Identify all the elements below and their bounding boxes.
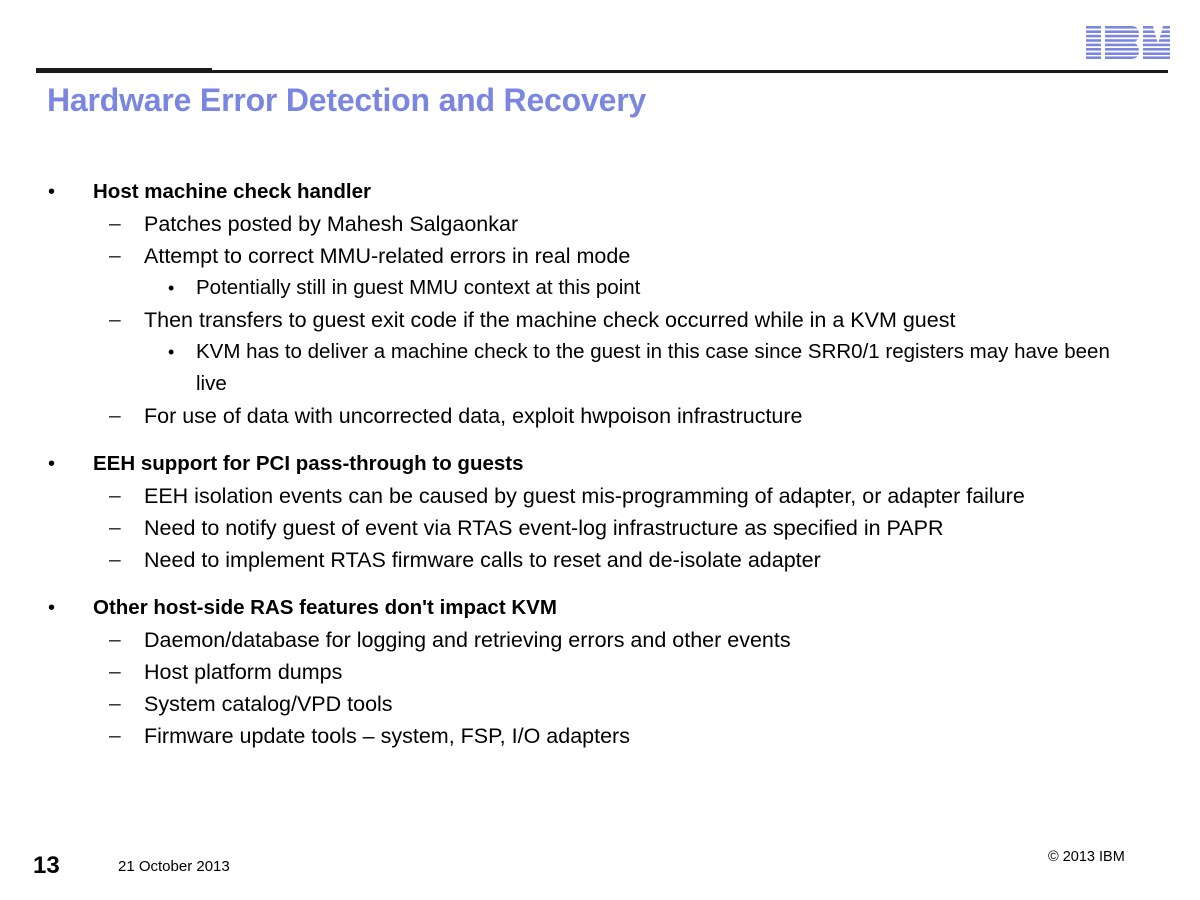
bullet-level3-text: KVM has to deliver a machine check to th… [196, 340, 1110, 395]
bullet-level3: • Potentially still in guest MMU context… [0, 272, 1200, 304]
bullet-marker-level3-icon: • [168, 278, 175, 298]
bullet-level2-text: Need to implement RTAS firmware calls to… [144, 548, 821, 572]
group-spacer [0, 576, 1200, 592]
bullet-level2-text: EEH isolation events can be caused by gu… [144, 484, 1025, 508]
bullet-group: • Host machine check handler – Patches p… [0, 176, 1200, 432]
bullet-marker-level2-icon: – [109, 516, 121, 539]
bullet-marker-level3-icon: • [168, 342, 175, 362]
bullet-marker-level2-icon: – [109, 724, 121, 747]
bullet-level2-text: Then transfers to guest exit code if the… [144, 308, 956, 332]
bullet-level2-text: System catalog/VPD tools [144, 692, 393, 716]
bullet-level2-text: Host platform dumps [144, 660, 343, 684]
bullet-marker-level2-icon: – [109, 692, 121, 715]
bullet-marker-level1-icon: • [48, 181, 56, 203]
bullet-level2: – Daemon/database for logging and retrie… [0, 624, 1200, 656]
bullet-marker-level2-icon: – [109, 484, 121, 507]
bullet-level2: – Host platform dumps [0, 656, 1200, 688]
bullet-marker-level2-icon: – [109, 628, 121, 651]
bullet-level2: – EEH isolation events can be caused by … [0, 480, 1200, 512]
bullet-level1: • Host machine check handler [0, 176, 1200, 208]
bullet-level2: – Need to notify guest of event via RTAS… [0, 512, 1200, 544]
bullet-group: • EEH support for PCI pass-through to gu… [0, 448, 1200, 576]
ibm-logo-icon [1086, 26, 1170, 59]
bullet-level2-text: For use of data with uncorrected data, e… [144, 404, 803, 428]
footer-date: 21 October 2013 [118, 858, 230, 875]
bullet-level2-text: Firmware update tools – system, FSP, I/O… [144, 724, 630, 748]
bullet-level2: – Need to implement RTAS firmware calls … [0, 544, 1200, 576]
bullet-level1-text: EEH support for PCI pass-through to gues… [93, 452, 524, 475]
bullet-marker-level2-icon: – [109, 212, 121, 235]
header-rule-thick [36, 68, 212, 73]
bullet-level2-text: Daemon/database for logging and retrievi… [144, 628, 791, 652]
bullet-marker-level2-icon: – [109, 660, 121, 683]
bullet-level2-text: Need to notify guest of event via RTAS e… [144, 516, 944, 540]
bullet-level2: – System catalog/VPD tools [0, 688, 1200, 720]
copyright-notice: © 2013 IBM [1048, 849, 1125, 865]
header-rule-thin [210, 70, 1168, 73]
bullet-marker-level2-icon: – [109, 548, 121, 571]
bullet-level2-text: Patches posted by Mahesh Salgaonkar [144, 212, 519, 236]
bullet-level1-text: Other host-side RAS features don't impac… [93, 596, 557, 619]
bullet-level1: • Other host-side RAS features don't imp… [0, 592, 1200, 624]
bullet-level2: – Attempt to correct MMU-related errors … [0, 240, 1200, 272]
page-title: Hardware Error Detection and Recovery [47, 82, 647, 118]
bullet-marker-level1-icon: • [48, 453, 56, 475]
bullet-level2: – Firmware update tools – system, FSP, I… [0, 720, 1200, 752]
slide-body: • Host machine check handler – Patches p… [0, 176, 1200, 752]
bullet-marker-level1-icon: • [48, 597, 56, 619]
bullet-group: • Other host-side RAS features don't imp… [0, 592, 1200, 752]
bullet-marker-level2-icon: – [109, 308, 121, 331]
bullet-level2: – For use of data with uncorrected data,… [0, 400, 1200, 432]
bullet-marker-level2-icon: – [109, 404, 121, 427]
bullet-level3: • KVM has to deliver a machine check to … [0, 336, 1200, 400]
bullet-level2-text: Attempt to correct MMU-related errors in… [144, 244, 631, 268]
bullet-level1-text: Host machine check handler [93, 180, 371, 203]
bullet-level2: – Patches posted by Mahesh Salgaonkar [0, 208, 1200, 240]
page-number: 13 [33, 852, 60, 879]
group-spacer [0, 432, 1200, 448]
bullet-level3-text: Potentially still in guest MMU context a… [196, 276, 641, 299]
bullet-marker-level2-icon: – [109, 244, 121, 267]
bullet-level1: • EEH support for PCI pass-through to gu… [0, 448, 1200, 480]
bullet-level2: – Then transfers to guest exit code if t… [0, 304, 1200, 336]
